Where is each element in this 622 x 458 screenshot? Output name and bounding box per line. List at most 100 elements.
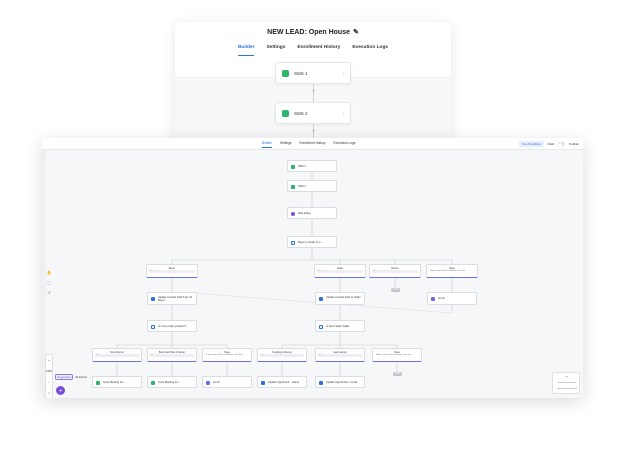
tab-execution-logs[interactable]: Execution Logs [333,141,356,145]
node-wait[interactable]: Wait 2days [287,207,337,219]
node-seller-ready[interactable]: Is there Seller Seller [315,320,365,332]
zoom-in-button[interactable]: + [48,358,50,362]
branch-title: None [449,266,455,270]
tab-settings[interactable]: Settings [279,141,292,145]
node-label: Is it buy ready prospect? [158,325,187,328]
branch-none[interactable]: None Make none of the conditions are met [426,264,478,278]
back-tab-execution-logs[interactable]: Execution Logs [352,45,389,50]
back-node-sms-2[interactable]: SMS 2 ⌄ [275,102,351,124]
clock-icon [291,211,295,216]
test-workflow-button[interactable]: Test Workflow [519,141,544,147]
undo-icon[interactable]: ↺ [47,290,51,295]
goto-icon [206,380,210,385]
branch-title: Not a Renter [110,350,124,354]
sms-icon [282,70,289,77]
node-sms-4[interactable]: SMS 4 ⌄ [287,180,337,192]
tab-enrollment-history[interactable]: Enrollment History [299,141,326,145]
chevron-down-icon[interactable]: ⌄ [331,164,334,168]
node-invite-meeting-1[interactable]: Invite Meeting Inv... [92,376,142,388]
node-update-buyer[interactable]: Update Contact Field Type To Buyer [147,292,197,305]
draft-label: Draft [547,142,555,146]
chevron-down-icon[interactable]: ⌄ [331,184,334,188]
zoom-out-button[interactable]: − [48,380,50,384]
back-tab-builder[interactable]: Builder [237,45,255,56]
connector-line [313,84,314,102]
node-label: Is there Seller Seller [326,325,350,328]
back-node-sms-1[interactable]: SMS 1 ⌄ [275,62,351,84]
zoom-controls: + 100% − ⤢ [45,354,53,398]
minimap[interactable] [552,372,580,394]
branch-condition: Make none of the conditions are met [376,354,412,356]
main-window-header: Builder Settings Enrollment History Exec… [42,138,583,150]
node-goto[interactable]: Go To [427,292,477,305]
minimap-node [557,388,577,389]
branch-condition: C... [149,270,195,273]
suggestions-button[interactable]: Suggestions [55,374,74,380]
back-tab-settings[interactable]: Settings [266,45,286,50]
branch-none-seller[interactable]: None Make none of the conditions are met [372,348,422,362]
node-update-opportunity-2[interactable]: Update Opportunit-> 2 task [315,376,365,388]
comment-icon[interactable]: ▢ [47,280,51,285]
branch-icon [291,240,295,245]
node-update-seller[interactable]: Update Contact Field to Seller [315,292,365,305]
branch-condition: If met none of the conditions a be bee [206,354,243,356]
tab-builder[interactable]: Builder [262,141,272,148]
back-tab-enrollment-history[interactable]: Enrollment History [297,45,341,50]
branch-pending-to-renter[interactable]: Pending to Renter C... [257,348,307,362]
branch-icon [151,324,155,329]
back-node-label: SMS 2 [294,111,308,116]
hand-icon[interactable]: ✋ [46,270,52,275]
branch-title: Renter [391,266,399,270]
left-edge-bar [42,150,46,398]
publish-label: Publish [569,142,579,146]
back-node-label: SMS 1 [294,71,308,76]
branch-title: Last Lookup [333,350,347,354]
pencil-icon[interactable]: ✎ [352,29,359,36]
add-step-icon[interactable]: + [311,129,316,135]
branch-condition: C... [318,354,362,357]
suggestions-bar: Suggestions All actions ⌄ [55,374,91,380]
branch-buyer[interactable]: Buyer C... [146,264,198,278]
zoom-level: 100% [46,370,53,373]
sparkle-icon[interactable]: ✦ [56,386,65,395]
node-label: Update Contact Field Type To Buyer [158,296,193,302]
chevron-down-icon[interactable]: ⌄ [89,375,92,379]
branch-book-next-best[interactable]: Book Next Best 4 Renter C... [147,348,197,362]
node-label: SMS 3 [298,165,306,168]
fit-view-button[interactable]: ⤢ [47,391,51,395]
end-pill-2: END [393,372,402,376]
chevron-down-icon[interactable]: ⌄ [341,110,345,115]
node-update-opportunity-1[interactable]: Update Opportunit... status [257,376,307,388]
node-if-else[interactable]: Buyer or Seller or p... [287,236,337,248]
back-tab-bar: Builder Settings Enrollment History Exec… [175,45,451,56]
node-label: Go To [213,381,220,384]
node-invite-meeting-2[interactable]: Invite Meeting Inv... [147,376,197,388]
main-tab-bar: Builder Settings Enrollment History Exec… [262,141,355,148]
branch-seller[interactable]: Seller C... [314,264,366,278]
opportunity-icon [261,380,265,385]
branch-last-lookup[interactable]: Last Lookup C... [315,348,365,362]
node-buyer-ready[interactable]: Is it buy ready prospect? [147,320,197,332]
workflow-canvas[interactable]: SMS 3 ⌄ SMS 4 ⌄ Wait 2days Buyer or Sell… [42,150,583,398]
branch-title: None [394,350,400,354]
node-goto-2[interactable]: Go To [202,376,252,388]
all-actions-label[interactable]: All actions [75,375,88,379]
node-sms-3[interactable]: SMS 3 ⌄ [287,160,337,172]
publish-toggle[interactable] [558,142,566,146]
calendar-icon [96,380,100,385]
branch-not-a-renter[interactable]: Not a Renter C... [92,348,142,362]
chevron-down-icon[interactable]: ⌄ [341,70,345,75]
node-label: Wait 2days [298,212,311,215]
goto-icon [431,296,435,301]
side-toolbar: ✋ ▢ ↺ [45,270,53,300]
node-label: Invite Meeting Inv... [158,381,181,384]
node-label: SMS 4 [298,185,306,188]
branch-title: Pending to Renter [272,350,292,354]
user-icon [151,296,155,301]
branch-title: Book Next Best 4 Renter [158,350,186,354]
header-actions: Test Workflow Draft Publish [519,141,579,147]
add-step-icon[interactable]: + [311,89,316,95]
branch-none-buyer[interactable]: None If met none of the conditions a be … [202,348,252,362]
branch-renter[interactable]: Renter C... [369,264,421,278]
sms-icon [291,184,295,189]
